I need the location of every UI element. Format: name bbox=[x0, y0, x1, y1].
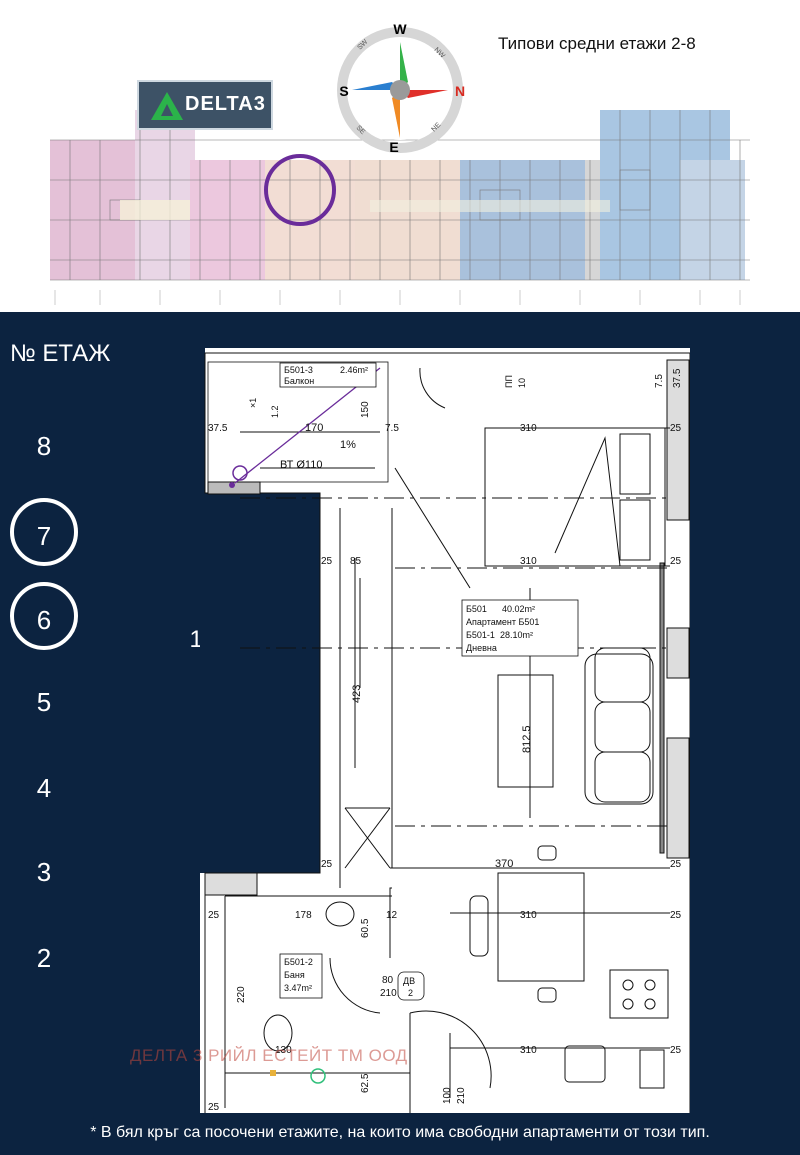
dim-25-h: 25 bbox=[670, 1045, 682, 1056]
dim-25-i: 25 bbox=[208, 1102, 220, 1113]
balcony-code: Б501-3 bbox=[284, 365, 313, 375]
living-room-name: Дневна bbox=[466, 643, 497, 653]
triangle-logo-icon bbox=[151, 92, 183, 120]
dim-85: 85 bbox=[350, 556, 362, 567]
balcony-name: Балкон bbox=[284, 376, 314, 386]
floor-2[interactable]: 2 bbox=[36, 943, 52, 973]
living-apartment: Апартамент Б501 bbox=[466, 617, 539, 627]
dim-25-e: 25 bbox=[321, 859, 333, 870]
compass-se-label: SE bbox=[355, 124, 367, 136]
apartment-floor-plan[interactable]: Б501-3 2.46m² Балкон ВТ Ø110 1% 170 150 … bbox=[200, 348, 690, 1113]
dim-10: 10 bbox=[517, 378, 527, 388]
door-height: 210 bbox=[380, 988, 397, 999]
building-overview-section: DELTA3 W N S E SW NW SE NE Типови средни… bbox=[0, 0, 800, 312]
dim-37-5: 37.5 bbox=[208, 423, 228, 434]
floor-6-available[interactable]: 6 bbox=[10, 582, 78, 650]
pipe-label: ВТ Ø110 bbox=[280, 459, 322, 471]
dim-310-kitchen: 310 bbox=[520, 1045, 537, 1056]
dim-170: 170 bbox=[305, 422, 323, 434]
dim-25-c: 25 bbox=[670, 556, 682, 567]
dim-310-bed: 310 bbox=[520, 556, 537, 567]
living-code: Б501 bbox=[466, 604, 487, 614]
dim-7-5-right: 7.5 bbox=[654, 374, 665, 388]
compass-west-label: W bbox=[393, 21, 407, 37]
logo-text: DELTA3 bbox=[185, 93, 266, 115]
floor-heading: № ЕТАЖ bbox=[10, 340, 111, 367]
dim-25-f: 25 bbox=[670, 910, 682, 921]
selected-apartment-marker bbox=[264, 154, 336, 226]
dim-423: 423 bbox=[351, 685, 363, 703]
door-width: 80 bbox=[382, 975, 394, 986]
delta3-logo: DELTA3 bbox=[137, 80, 273, 130]
bath-name: Баня bbox=[284, 970, 305, 980]
floors-title: Типови средни етажи 2-8 bbox=[498, 34, 696, 53]
floor-3[interactable]: 3 bbox=[36, 857, 52, 887]
floor-5[interactable]: 5 bbox=[36, 687, 52, 717]
dim-25-a: 25 bbox=[321, 556, 333, 567]
dim-210: 210 bbox=[456, 1087, 467, 1104]
footnote: * В бял кръг са посочени етажите, на кои… bbox=[90, 1124, 710, 1141]
dim-220: 220 bbox=[236, 986, 247, 1003]
dim-150: 150 bbox=[360, 401, 371, 418]
dim-100: 100 bbox=[442, 1087, 453, 1104]
living-room-code: Б501-1 bbox=[466, 630, 495, 640]
bath-code: Б501-2 bbox=[284, 957, 313, 967]
dim-pp: ПП bbox=[504, 375, 514, 388]
floor-4[interactable]: 4 bbox=[36, 773, 52, 803]
slope-label: 1% bbox=[340, 439, 356, 451]
building-floor-overview[interactable] bbox=[40, 80, 760, 305]
dim-25-g: 25 bbox=[208, 910, 220, 921]
dim-25-b: 25 bbox=[670, 423, 682, 434]
dim-310-dining: 310 bbox=[520, 910, 537, 921]
floor-8[interactable]: 8 bbox=[36, 431, 52, 461]
compass-east-label: E bbox=[389, 139, 398, 155]
living-total-area: 40.02m² bbox=[502, 604, 535, 614]
dim-25-d: 25 bbox=[670, 859, 682, 870]
dim-178: 178 bbox=[295, 910, 312, 921]
dim-7-5: 7.5 bbox=[385, 423, 399, 434]
dim-370: 370 bbox=[495, 858, 513, 870]
door-tag: ДВ bbox=[403, 976, 415, 986]
dim-62-5: 62.5 bbox=[360, 1073, 371, 1093]
dim-812-5: 812.5 bbox=[521, 725, 533, 753]
dim-12: 12 bbox=[386, 910, 398, 921]
door-num: 2 bbox=[408, 988, 413, 998]
dim-1-2: 1.2 bbox=[270, 405, 280, 418]
dim-310-top: 310 bbox=[520, 423, 537, 434]
compass-south-label: S bbox=[339, 83, 348, 99]
floor-7-available[interactable]: 7 bbox=[10, 498, 78, 566]
balcony-area: 2.46m² bbox=[340, 365, 368, 375]
dim-60-5: 60.5 bbox=[360, 918, 371, 938]
watermark: ДЕЛТА 3 РИЙЛ ЕСТЕЙТ ТМ ООД bbox=[130, 1046, 408, 1065]
bath-area: 3.47m² bbox=[284, 983, 312, 993]
dim-37-5-right: 37.5 bbox=[672, 368, 683, 388]
dim-x1: ×1 bbox=[248, 398, 258, 408]
compass-north-label: N bbox=[455, 83, 465, 99]
compass-rose-icon: W N S E SW NW SE NE bbox=[337, 21, 465, 155]
living-room-area: 28.10m² bbox=[500, 630, 533, 640]
dim-130: 130 bbox=[275, 1045, 292, 1056]
